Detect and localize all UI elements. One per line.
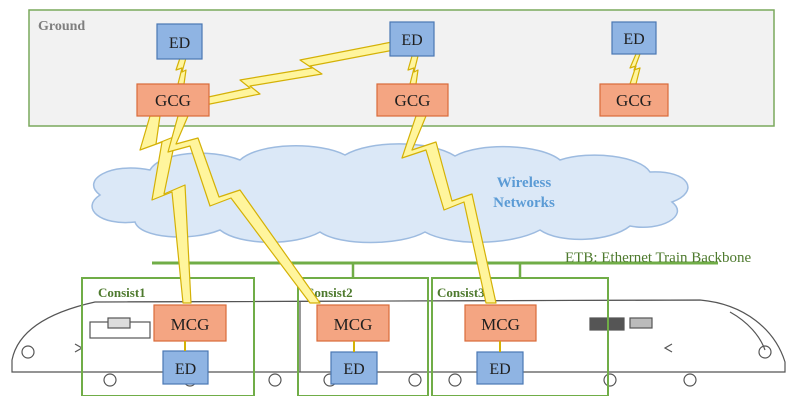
train-illustration bbox=[11, 299, 786, 387]
gcg-1-label: GCG bbox=[155, 91, 191, 110]
mcg-2 bbox=[316, 304, 390, 342]
consist2-label: Consist2 bbox=[305, 285, 353, 300]
wireless-cloud bbox=[91, 143, 689, 244]
train-ed-3-label: ED bbox=[489, 361, 510, 378]
gcg-3-label: GCG bbox=[616, 91, 652, 110]
mcg-3-label: MCG bbox=[481, 315, 520, 334]
ground-ed-1 bbox=[156, 23, 203, 60]
ground-ed-2 bbox=[389, 21, 435, 57]
wireless-label-line1: Wireless bbox=[497, 175, 552, 191]
etb-label: ETB: Ethernet Train Backbone bbox=[565, 250, 752, 266]
ground-ed-3 bbox=[611, 21, 657, 55]
wireless-label-line2: Networks bbox=[493, 195, 555, 211]
gcg-2-label: GCG bbox=[395, 91, 431, 110]
wireless-links bbox=[139, 41, 641, 304]
gcg-2 bbox=[376, 83, 449, 117]
ground-ed-3-label: ED bbox=[623, 31, 644, 48]
consist1-box bbox=[81, 277, 255, 396]
mcg-1 bbox=[153, 304, 227, 342]
gcg-3 bbox=[599, 83, 669, 117]
consist2-box bbox=[297, 277, 429, 396]
ground-ed-2-label: ED bbox=[401, 32, 422, 49]
consist1-label: Consist1 bbox=[98, 285, 146, 300]
mcg-2-label: MCG bbox=[334, 315, 373, 334]
ground-label: Ground bbox=[38, 19, 85, 34]
ground-ed-1-label: ED bbox=[169, 35, 190, 52]
train-ed-1 bbox=[162, 350, 209, 385]
train-ed-2-label: ED bbox=[343, 361, 364, 378]
train-ed-1-label: ED bbox=[175, 361, 196, 378]
gcg-1 bbox=[136, 83, 210, 117]
consist3-box bbox=[431, 277, 609, 396]
mcg-1-label: MCG bbox=[171, 315, 210, 334]
consist3-label: Consist3 bbox=[437, 285, 485, 300]
